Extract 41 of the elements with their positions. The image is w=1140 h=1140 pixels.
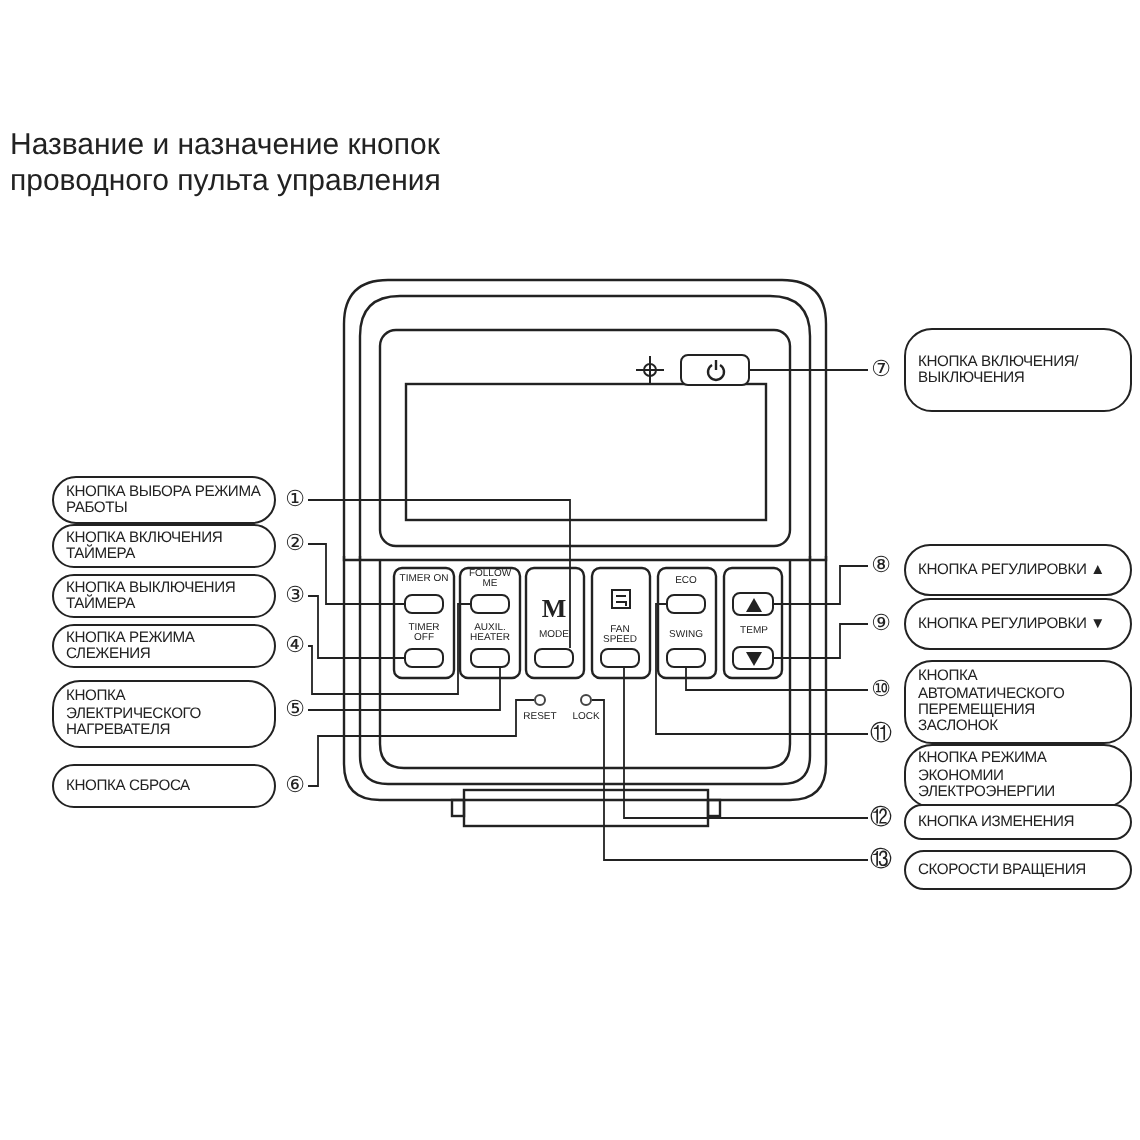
callout-number: ⑥ xyxy=(282,774,308,798)
mode-button xyxy=(534,648,574,668)
callout-number: ⑩ xyxy=(868,678,894,702)
leader-line xyxy=(655,603,869,735)
leader-line xyxy=(307,595,405,659)
up-button xyxy=(732,592,774,616)
callout-number: ⑦ xyxy=(868,358,894,382)
leader-line xyxy=(307,667,501,711)
leader-line xyxy=(307,603,471,695)
swing-button xyxy=(666,648,706,668)
follow-me-button xyxy=(470,594,510,614)
callout-number: ④ xyxy=(282,634,308,658)
reset-button xyxy=(534,694,546,706)
leader-line xyxy=(685,667,869,691)
leader-line xyxy=(749,369,869,371)
leader-line xyxy=(773,623,869,659)
power-button xyxy=(680,354,750,386)
leader-line xyxy=(307,499,571,649)
callout-number: ③ xyxy=(282,584,308,608)
leader-line xyxy=(307,543,405,605)
mode-symbol: M xyxy=(541,595,567,621)
callout-number: ⑫ xyxy=(868,806,894,830)
title: Название и назначение кнопок проводного пульта управления xyxy=(10,128,443,200)
timer-off-button xyxy=(404,648,444,668)
callout-number: ② xyxy=(282,532,308,556)
leader-line xyxy=(591,699,869,861)
leader-line xyxy=(307,699,535,787)
lock-button xyxy=(580,694,592,706)
fan-speed-button xyxy=(600,648,640,668)
eco-button xyxy=(666,594,706,614)
leader-line xyxy=(773,565,869,605)
callout-number: ⑤ xyxy=(282,698,308,722)
callout-number: ⑨ xyxy=(868,612,894,636)
callout-number: ⑪ xyxy=(868,722,894,746)
callout-number: ⑬ xyxy=(868,848,894,872)
callout-number: ① xyxy=(282,488,308,512)
heater-button xyxy=(470,648,510,668)
leader-line xyxy=(623,667,869,819)
down-button xyxy=(732,646,774,670)
callout-number: ⑧ xyxy=(868,554,894,578)
timer-on-button xyxy=(404,594,444,614)
